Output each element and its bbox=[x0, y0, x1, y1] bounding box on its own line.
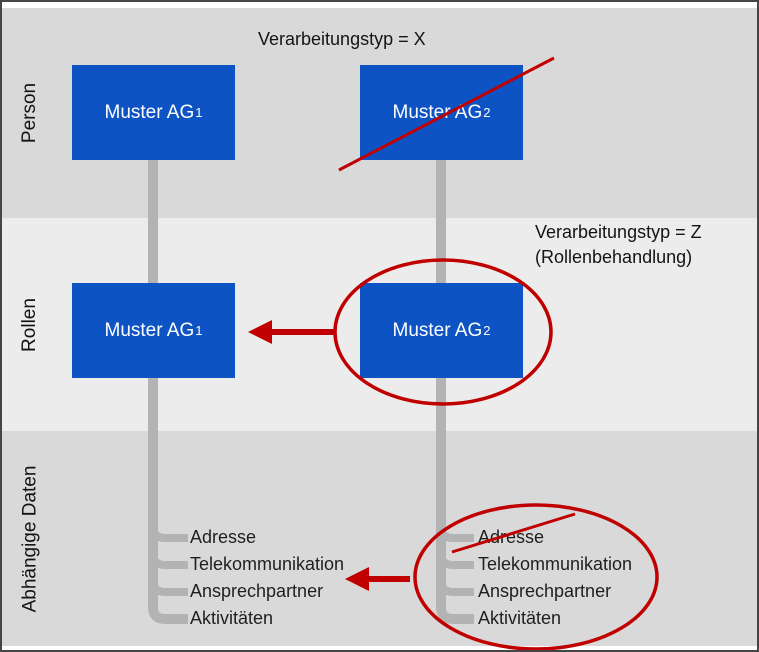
box-label: Muster AG bbox=[392, 101, 483, 123]
dependent-item-right-aktivitaeten: Aktivitäten bbox=[478, 608, 562, 628]
row-label-person-text: Person bbox=[19, 82, 41, 144]
annotation-processing-type-z: Verarbeitungstyp = Z (Rollenbehandlung) bbox=[535, 220, 702, 270]
box-label: Muster AG bbox=[392, 319, 483, 341]
dependent-item-right-telekommunikation: Telekommunikation bbox=[478, 554, 633, 574]
dependent-item-left-telekommunikation: Telekommunikation bbox=[190, 554, 345, 574]
box-label: Muster AG bbox=[104, 319, 195, 341]
row-label-roles: Rollen bbox=[2, 218, 58, 431]
annotation-processing-type-x: Verarbeitungstyp = X bbox=[258, 29, 426, 49]
annotation-processing-type-z-line1: Verarbeitungstyp = Z bbox=[535, 222, 702, 242]
dependent-item-left-adresse: Adresse bbox=[190, 527, 257, 547]
dependent-item-left-aktivitaeten: Aktivitäten bbox=[190, 608, 274, 628]
dependent-item-right-ansprechpartner: Ansprechpartner bbox=[478, 581, 612, 601]
row-label-dependent-data: Abhängige Daten bbox=[2, 431, 58, 646]
dependent-item-right-adresse: Adresse bbox=[478, 527, 545, 547]
box-label: Muster AG bbox=[104, 101, 195, 123]
row-label-person: Person bbox=[2, 8, 58, 218]
row-label-dependent-data-text: Abhängige Daten bbox=[19, 465, 40, 612]
dependent-item-left-ansprechpartner: Ansprechpartner bbox=[190, 581, 324, 601]
annotation-role-handling: (Rollenbehandlung) bbox=[535, 247, 693, 267]
row-band-dependent-data bbox=[2, 431, 757, 646]
row-label-roles-text: Rollen bbox=[19, 297, 40, 352]
